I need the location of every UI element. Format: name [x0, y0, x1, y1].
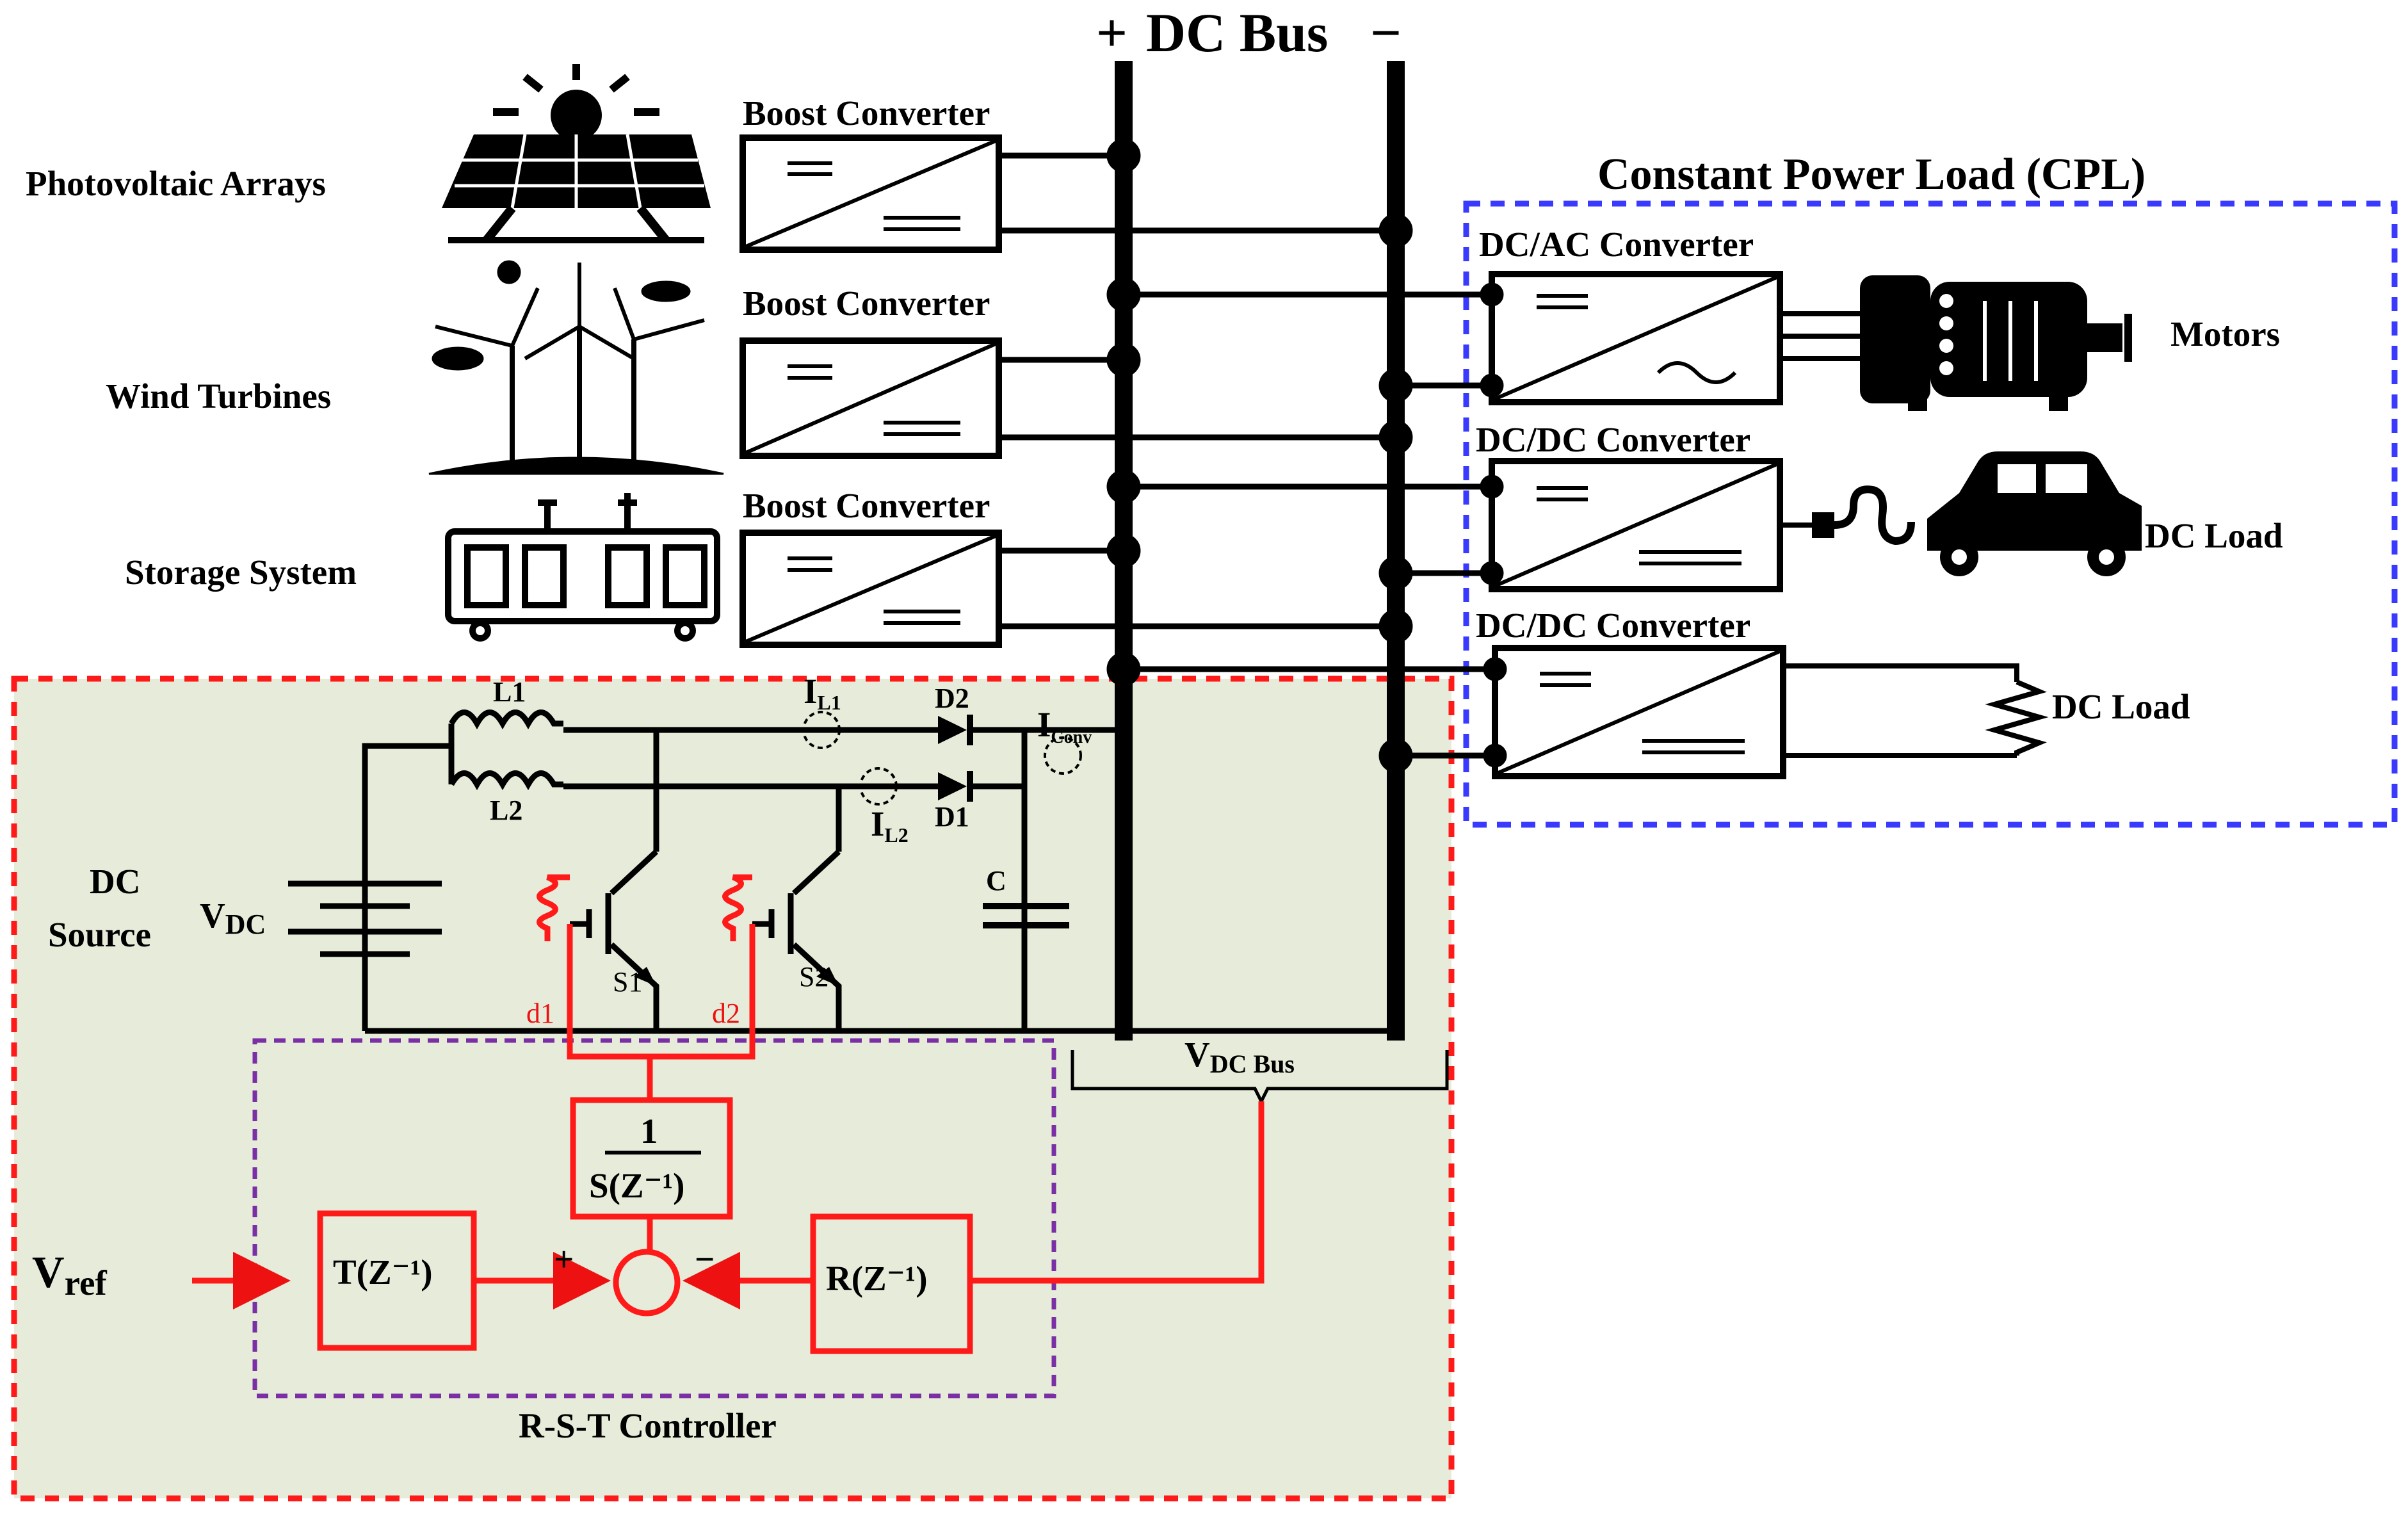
- vref-label: Vref: [32, 1248, 107, 1302]
- iconv-label: IConv: [1037, 705, 1092, 747]
- dc-source-label-2: Source: [48, 915, 151, 954]
- iconv-sensor: [1044, 736, 1082, 775]
- s1-label: S1: [613, 966, 642, 998]
- solar-panel-icon: [442, 64, 711, 243]
- bus-load-wires: [1106, 277, 1507, 773]
- svg-text:DC/AC Converter: DC/AC Converter: [1479, 225, 1754, 264]
- il2-sensor: [859, 767, 898, 806]
- dc-dc-converter-2: DC/DC Converter: [1476, 606, 1786, 779]
- svg-text:Boost Converter: Boost Converter: [743, 93, 990, 133]
- switch-s1-arrow: [634, 967, 656, 986]
- diode-d1: [938, 771, 973, 802]
- duty-d1-label: d1: [526, 998, 554, 1029]
- load-label-dc-load-2: DC Load: [2052, 687, 2190, 726]
- l1-label: L1: [493, 676, 526, 708]
- load-label-motors: Motors: [2170, 314, 2280, 353]
- cpl-title: Constant Power Load (CPL): [1597, 150, 2145, 199]
- t-block-label: T(Z⁻¹): [333, 1252, 433, 1292]
- bus-title: DC Bus: [1146, 2, 1328, 63]
- r-block: [810, 1213, 973, 1354]
- boost-circuit: [362, 709, 1396, 1034]
- s-block-num: 1: [640, 1112, 658, 1151]
- bus-minus: −: [1370, 2, 1402, 63]
- bus-plus: +: [1096, 2, 1127, 63]
- summing-junction: [613, 1249, 681, 1317]
- d2-label: D2: [935, 683, 969, 714]
- dc-dc-converter-1: DC/DC Converter: [1476, 420, 1783, 592]
- dc-ac-converter: DC/AC Converter: [1479, 225, 1783, 405]
- diode-d2: [938, 715, 973, 745]
- l2-label: L2: [490, 795, 522, 826]
- r-block-label: R(Z⁻¹): [826, 1259, 928, 1298]
- switch-s2-arrow: [816, 967, 839, 986]
- load-label-dc-load-1: DC Load: [2145, 516, 2283, 555]
- controller-wires: [192, 1101, 1265, 1309]
- duty-d2-label: d2: [712, 998, 740, 1029]
- vdc-label: VDC: [200, 896, 266, 940]
- boost-converter-1: Boost Converter: [739, 93, 1002, 253]
- s-block-den: S(Z⁻¹): [589, 1166, 684, 1205]
- source-bus-wires: [999, 138, 1413, 644]
- d1-label: D1: [935, 801, 969, 832]
- cpl-box: [1463, 200, 2398, 828]
- source-label-wind: Wind Turbines: [106, 377, 331, 416]
- motor-icon: [1780, 275, 2132, 411]
- resistor-load-icon: [1783, 663, 2049, 758]
- s2-label: S2: [799, 961, 828, 992]
- source-label-storage: Storage System: [125, 553, 357, 592]
- svg-text:Boost Converter: Boost Converter: [743, 486, 990, 525]
- il2-label: IL2: [871, 804, 909, 847]
- boost-converter-3: Boost Converter: [739, 486, 1002, 648]
- c-label: C: [986, 865, 1006, 896]
- electric-car-icon: [1780, 451, 2142, 576]
- s-block: [570, 1097, 733, 1220]
- vdc-bus-label: VDC Bus: [1184, 1035, 1295, 1078]
- t-block: [317, 1210, 477, 1351]
- sum-minus: −: [695, 1240, 715, 1279]
- il1-label: IL1: [804, 672, 841, 714]
- wind-turbine-icon: [428, 260, 724, 475]
- boost-converter-2: Boost Converter: [739, 284, 1002, 459]
- svg-text:DC/DC Converter: DC/DC Converter: [1476, 606, 1750, 645]
- svg-text:DC/DC Converter: DC/DC Converter: [1476, 420, 1750, 459]
- sum-plus: +: [554, 1240, 574, 1279]
- svg-text:Boost Converter: Boost Converter: [743, 284, 990, 323]
- dc-source-label-1: DC: [90, 862, 140, 901]
- source-label-pv: Photovoltaic Arrays: [26, 164, 326, 203]
- battery-storage-icon: [445, 493, 720, 642]
- gate-drive-signals: [537, 874, 756, 1100]
- controller-title: R-S-T Controller: [519, 1406, 777, 1445]
- il1-sensor: [802, 711, 841, 749]
